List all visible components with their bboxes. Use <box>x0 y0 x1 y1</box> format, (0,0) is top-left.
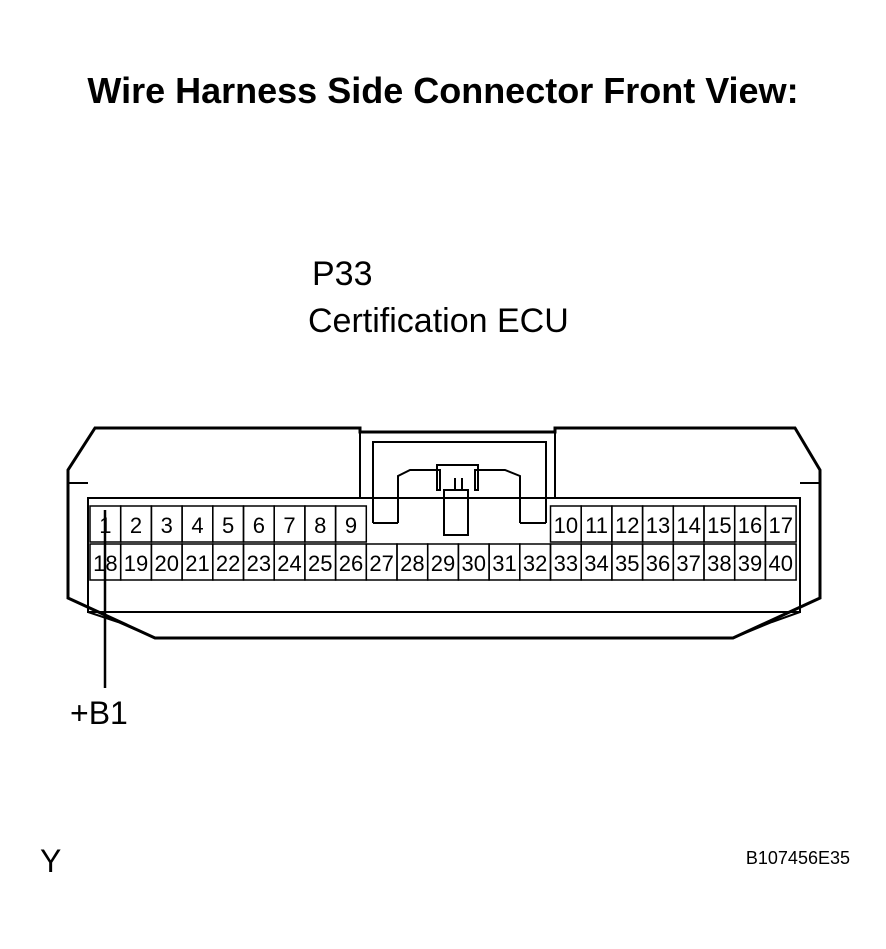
pin-36-label: 36 <box>646 551 670 576</box>
lock-tab-key <box>443 478 469 536</box>
pin-16-label: 16 <box>738 513 762 538</box>
pin-38-label: 38 <box>707 551 731 576</box>
pin-22-label: 22 <box>216 551 240 576</box>
pin-9-label: 9 <box>345 513 357 538</box>
pin-27-label: 27 <box>369 551 393 576</box>
pin-21-label: 21 <box>185 551 209 576</box>
pin-3-label: 3 <box>161 513 173 538</box>
pin-20-label: 20 <box>155 551 179 576</box>
pin-23-label: 23 <box>247 551 271 576</box>
corner-letter: Y <box>40 843 62 879</box>
pin-26-label: 26 <box>339 551 363 576</box>
pin-33-label: 33 <box>554 551 578 576</box>
pin-6-label: 6 <box>253 513 265 538</box>
pin-row-top: 1234567891011121314151617 <box>89 505 797 543</box>
wire-label: +B1 <box>70 695 128 731</box>
pin-2-label: 2 <box>130 513 142 538</box>
figure-id: B107456E35 <box>745 848 850 868</box>
pin-12-label: 12 <box>615 513 639 538</box>
diagram-title: Wire Harness Side Connector Front View: <box>87 70 799 111</box>
pin-30-label: 30 <box>462 551 486 576</box>
pin-13-label: 13 <box>646 513 670 538</box>
pin-34-label: 34 <box>584 551 608 576</box>
pin-5-label: 5 <box>222 513 234 538</box>
pin-40-label: 40 <box>769 551 793 576</box>
pin-9-cell <box>334 505 368 543</box>
pin-17-cell <box>764 505 797 543</box>
pin-8-label: 8 <box>314 513 326 538</box>
pin-39-label: 39 <box>738 551 762 576</box>
pin-row-bottom: 1819202122232425262728293031323334353637… <box>89 543 797 581</box>
lock-tab-outer <box>359 432 556 498</box>
pin-10-label: 10 <box>554 513 578 538</box>
lock-tab-frame <box>372 441 547 524</box>
connector-code: P33 <box>312 255 373 293</box>
pin-40-cell <box>764 543 797 581</box>
pin-32-label: 32 <box>523 551 547 576</box>
pin-17-label: 17 <box>769 513 793 538</box>
pin-19-label: 19 <box>124 551 148 576</box>
housing-bottom-rim <box>87 611 801 639</box>
pin-14-label: 14 <box>676 513 700 538</box>
pin-35-label: 35 <box>615 551 639 576</box>
lock-tab-latch <box>397 464 521 523</box>
pin-7-label: 7 <box>283 513 295 538</box>
pin-25-label: 25 <box>308 551 332 576</box>
pin-24-label: 24 <box>277 551 301 576</box>
pin-37-label: 37 <box>676 551 700 576</box>
pin-29-label: 29 <box>431 551 455 576</box>
pin-15-label: 15 <box>707 513 731 538</box>
pin-28-label: 28 <box>400 551 424 576</box>
pin-31-label: 31 <box>492 551 516 576</box>
pin-11-label: 11 <box>585 513 608 538</box>
pin-4-label: 4 <box>191 513 203 538</box>
connector-name: Certification ECU <box>308 302 569 340</box>
